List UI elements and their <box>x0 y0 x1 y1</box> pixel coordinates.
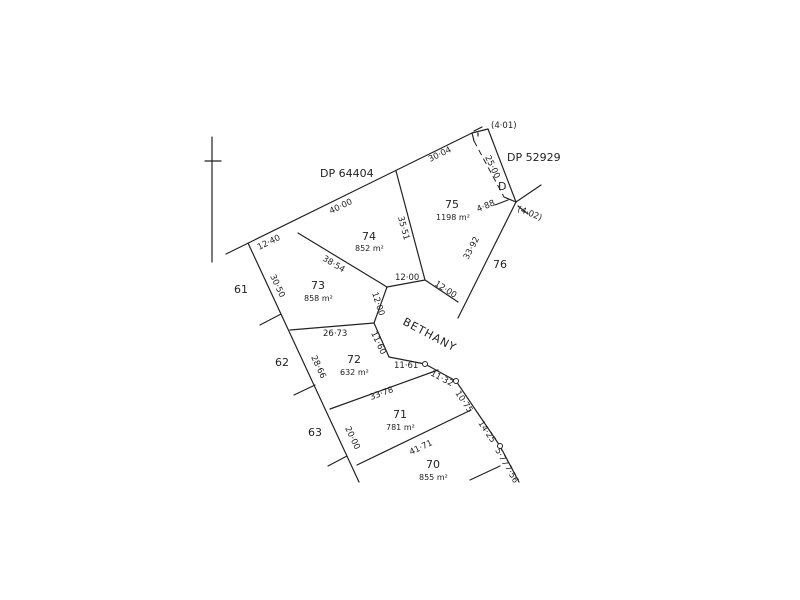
north-arrow-icon <box>204 136 222 263</box>
lot-71: 71 781 m² <box>386 408 415 432</box>
lot-number: 73 <box>311 279 325 292</box>
dimension-label: 30·50 <box>267 273 286 299</box>
dimension-label: 14·25 <box>476 419 498 445</box>
adjacent-lot-76: 76 <box>493 258 507 271</box>
dimension-label: 10·75 <box>453 389 475 415</box>
lot-74: 74 852 m² <box>355 230 384 253</box>
lot-area: 632 m² <box>340 368 369 377</box>
dimension-label: 20·00 <box>342 425 361 451</box>
lot-75: 75 1198 m² <box>436 198 470 222</box>
adjacent-lot-63: 63 <box>308 426 322 439</box>
lot-area: 855 m² <box>419 473 448 482</box>
lot-boundaries <box>225 126 542 483</box>
lot-area: 852 m² <box>355 244 384 253</box>
dimension-label: 41·71 <box>408 438 434 457</box>
dimension-label: 12·00 <box>395 273 419 283</box>
dimension-label: 7·56 <box>502 464 520 485</box>
dimension-label: 12·40 <box>256 233 282 253</box>
dimension-label: 28·66 <box>308 354 327 380</box>
dimension-label: 11·61 <box>394 361 418 371</box>
plan-label-east: DP 52929 <box>507 151 561 164</box>
dimension-label: 11·60 <box>368 330 387 356</box>
road-name: BETHANY <box>401 315 459 354</box>
lot-number: 75 <box>445 198 459 211</box>
lot-73: 73 858 m² <box>304 279 333 303</box>
dimension-label: 38·54 <box>320 254 346 275</box>
dimension-label: (4·02) <box>516 205 543 224</box>
adjacent-lot-62: 62 <box>275 356 289 369</box>
lot-area: 858 m² <box>304 294 333 303</box>
dimension-label: (4·01) <box>491 121 517 131</box>
lot-area: 781 m² <box>386 423 415 432</box>
lot-number: 72 <box>347 353 361 366</box>
lot-number: 71 <box>393 408 407 421</box>
lot-number: 70 <box>426 458 440 471</box>
dimension-label: 33·92 <box>462 235 482 261</box>
lot-number: 74 <box>362 230 376 243</box>
lot-70: 70 855 m² <box>419 458 448 482</box>
dimension-label: 4·88 <box>475 198 496 214</box>
dimension-label: 12·00 <box>432 279 458 301</box>
easement-label: D <box>498 180 506 193</box>
dimension-label: 26·73 <box>323 329 347 339</box>
dimension-label: 11·32 <box>429 369 455 389</box>
lot-72: 72 632 m² <box>340 353 369 377</box>
dimension-label: 30·04 <box>427 145 453 165</box>
lot-area: 1198 m² <box>436 213 470 222</box>
adjacent-lot-61: 61 <box>234 283 248 296</box>
plan-label-north: DP 64404 <box>320 167 374 180</box>
dimension-label: 40·00 <box>328 197 354 217</box>
dimension-label: 33·78 <box>369 385 395 403</box>
